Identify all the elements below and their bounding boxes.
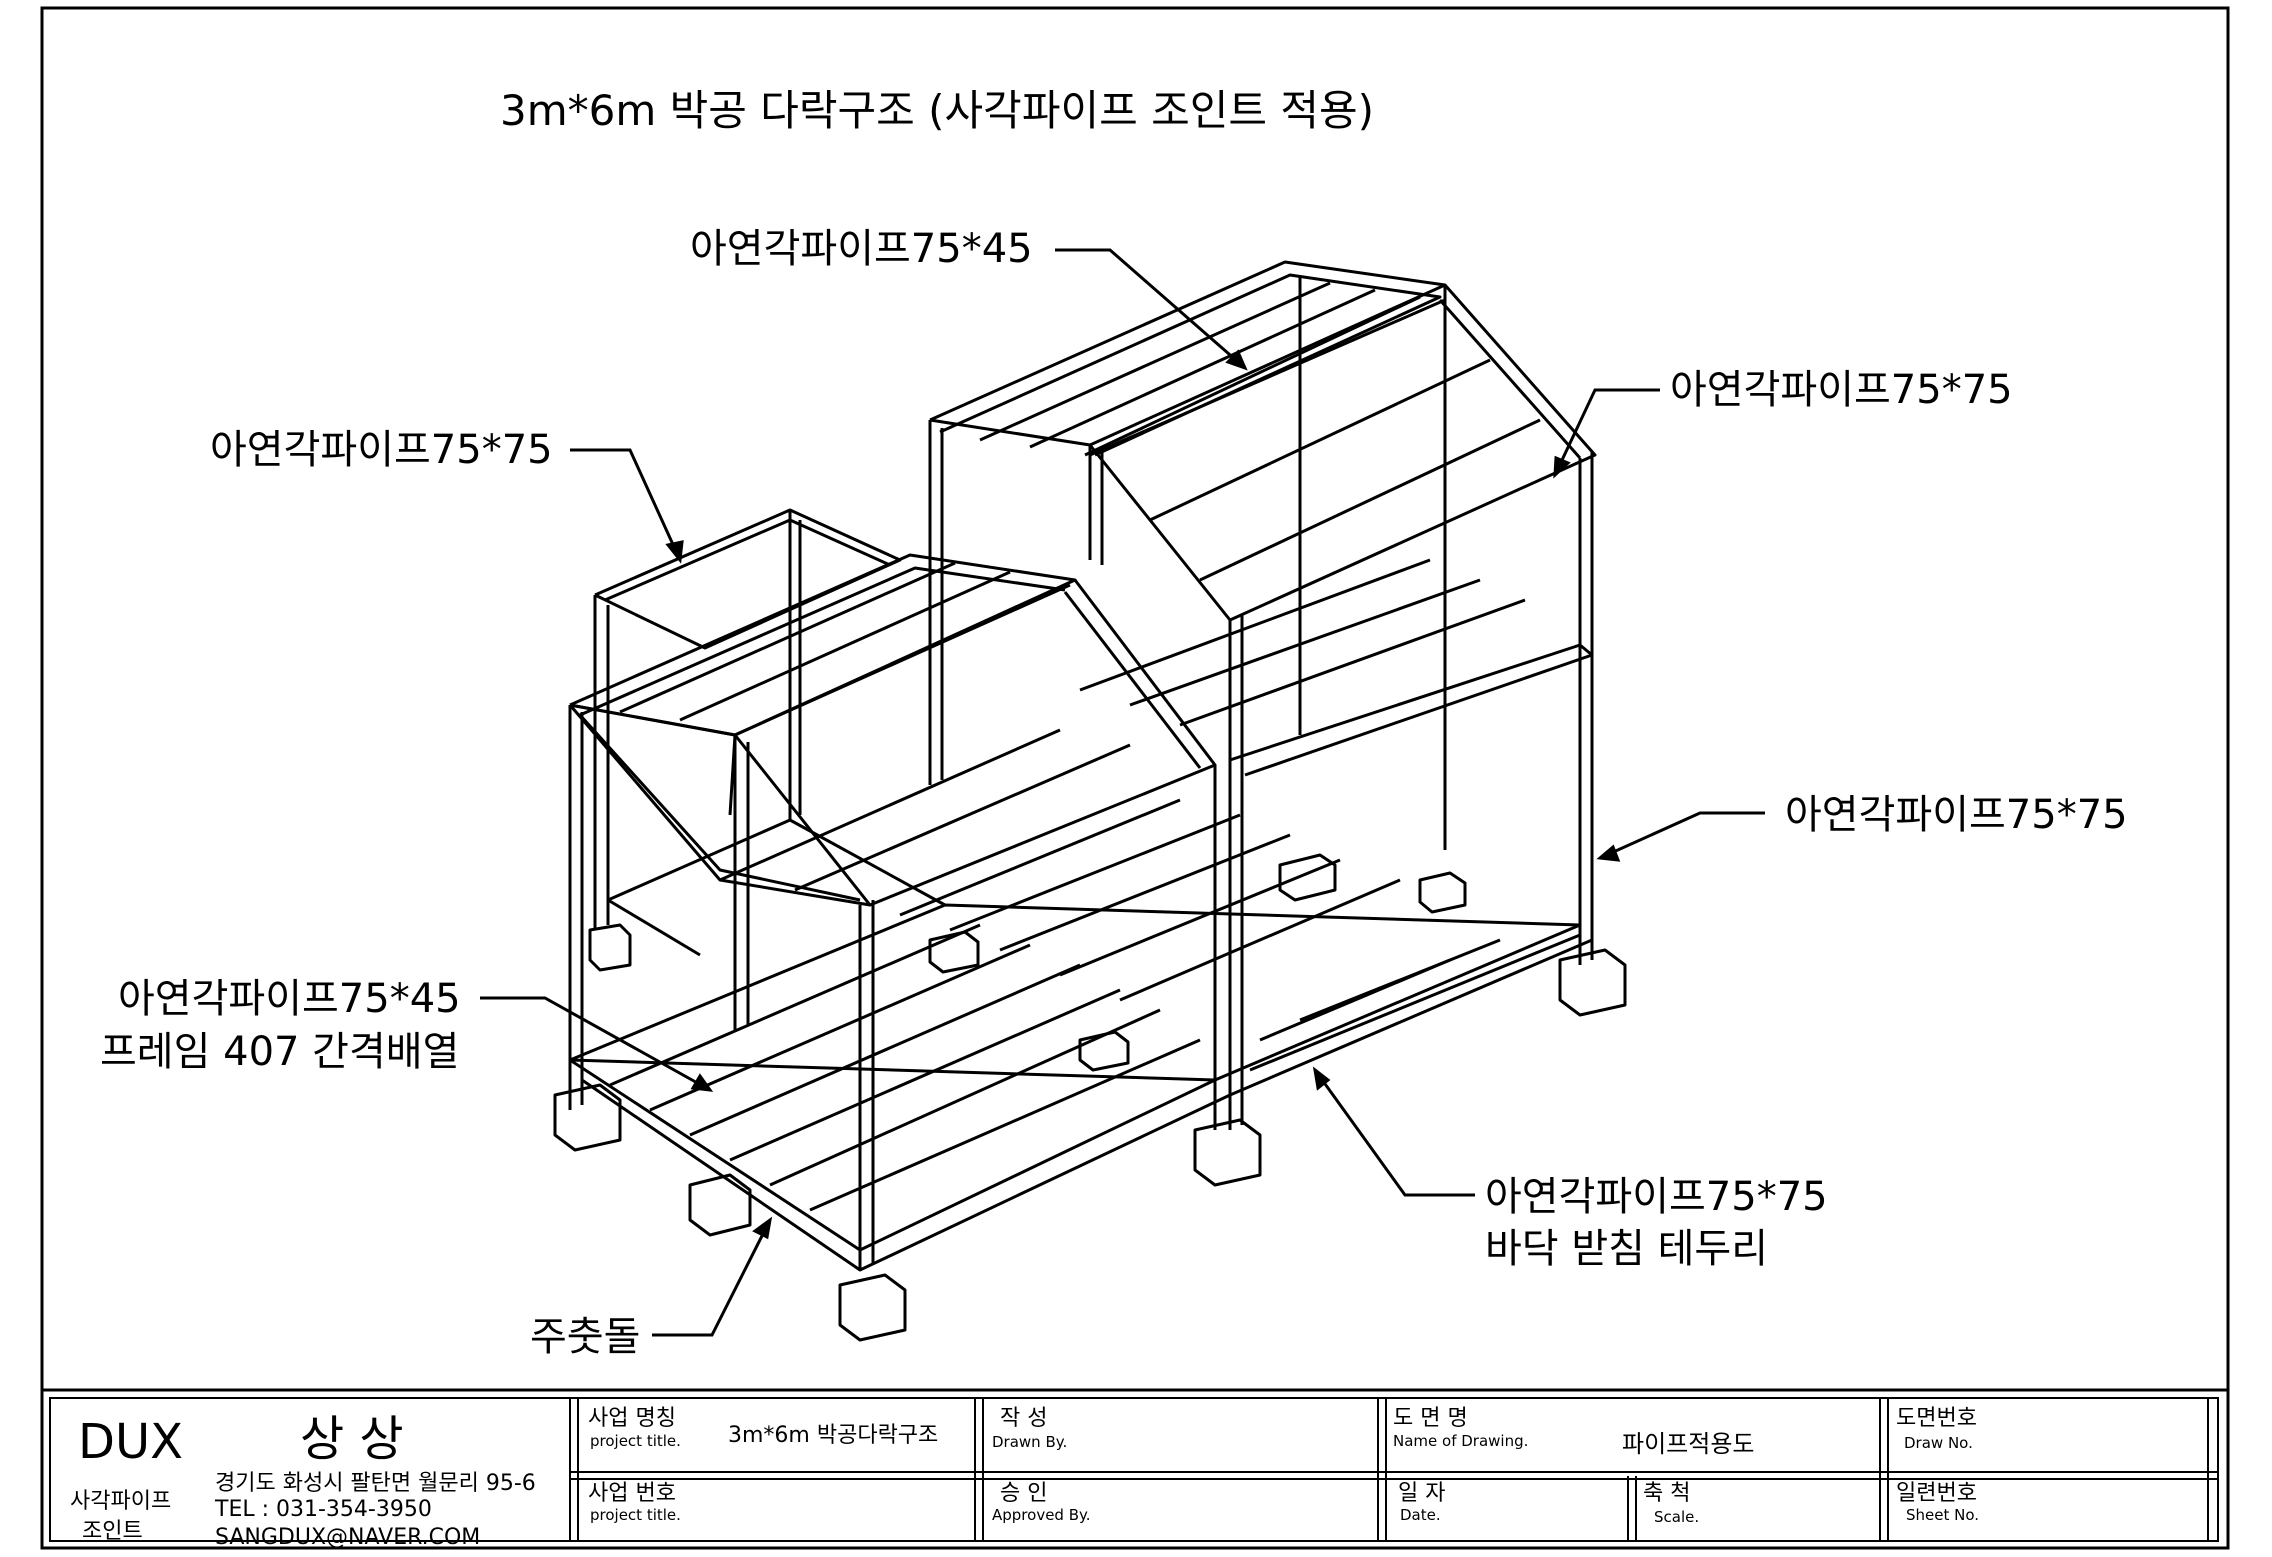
drawing-name-en: Name of Drawing. xyxy=(1393,1432,1528,1450)
label-right-roof-frame: 아연각파이프75*75 xyxy=(1670,367,2013,413)
drawing-title: 3m*6m 박공 다락구조 (사각파이프 조인트 적용) xyxy=(500,86,1374,135)
draw-no-kr: 도면번호 xyxy=(1896,1406,1977,1431)
project-no-en: project title. xyxy=(590,1506,681,1524)
project-name-kr: 사업 명칭 xyxy=(588,1406,676,1431)
sheet-no-en: Sheet No. xyxy=(1906,1506,1979,1524)
company-korean-name: 상 상 xyxy=(300,1411,404,1467)
sheet-no-kr: 일련번호 xyxy=(1896,1481,1977,1506)
label-foundation: 주춧돌 xyxy=(530,1314,640,1360)
label-floor-edge-2: 바닥 받침 테두리 xyxy=(1485,1226,1768,1272)
approved-en: Approved By. xyxy=(992,1506,1091,1524)
drawn-kr: 작 성 xyxy=(1000,1406,1047,1431)
drawing-name-value: 파이프적용도 xyxy=(1622,1430,1754,1458)
label-floor-joist-2: 프레임 407 간격배열 xyxy=(100,1029,459,1075)
draw-no-en: Draw No. xyxy=(1904,1434,1973,1452)
project-name-en: project title. xyxy=(590,1432,681,1450)
company-email: SANGDUX@NAVER.COM xyxy=(215,1525,480,1550)
drawing-name-kr: 도 면 명 xyxy=(1393,1406,1468,1431)
company-tel: TEL : 031-354-3950 xyxy=(214,1497,432,1522)
label-top-purlin: 아연각파이프75*45 xyxy=(690,226,1033,272)
approved-kr: 승 인 xyxy=(1000,1481,1047,1506)
label-floor-joist-1: 아연각파이프75*45 xyxy=(118,976,461,1022)
company-sub-1: 사각파이프 xyxy=(70,1489,171,1514)
sheet-border xyxy=(40,6,2230,1550)
frame-structure xyxy=(553,260,1627,1342)
project-name-value: 3m*6m 박공다락구조 xyxy=(728,1423,938,1448)
drawn-en: Drawn By. xyxy=(992,1433,1067,1451)
scale-en: Scale. xyxy=(1654,1508,1699,1526)
label-right-column: 아연각파이프75*75 xyxy=(1785,792,2128,838)
company-logo-text: DUX xyxy=(78,1414,183,1470)
company-sub-2: 조인트 xyxy=(82,1519,143,1544)
label-floor-edge-1: 아연각파이프75*75 xyxy=(1485,1174,1828,1220)
label-upper-left-frame: 아연각파이프75*75 xyxy=(210,427,553,473)
project-no-kr: 사업 번호 xyxy=(588,1481,676,1506)
leader-lines xyxy=(480,248,1765,1337)
date-kr: 일 자 xyxy=(1398,1481,1445,1506)
company-address: 경기도 화성시 팔탄면 월문리 95-6 xyxy=(215,1471,536,1496)
date-en: Date. xyxy=(1400,1506,1441,1524)
title-block xyxy=(42,1388,2228,1542)
scale-kr: 축 척 xyxy=(1643,1481,1690,1506)
